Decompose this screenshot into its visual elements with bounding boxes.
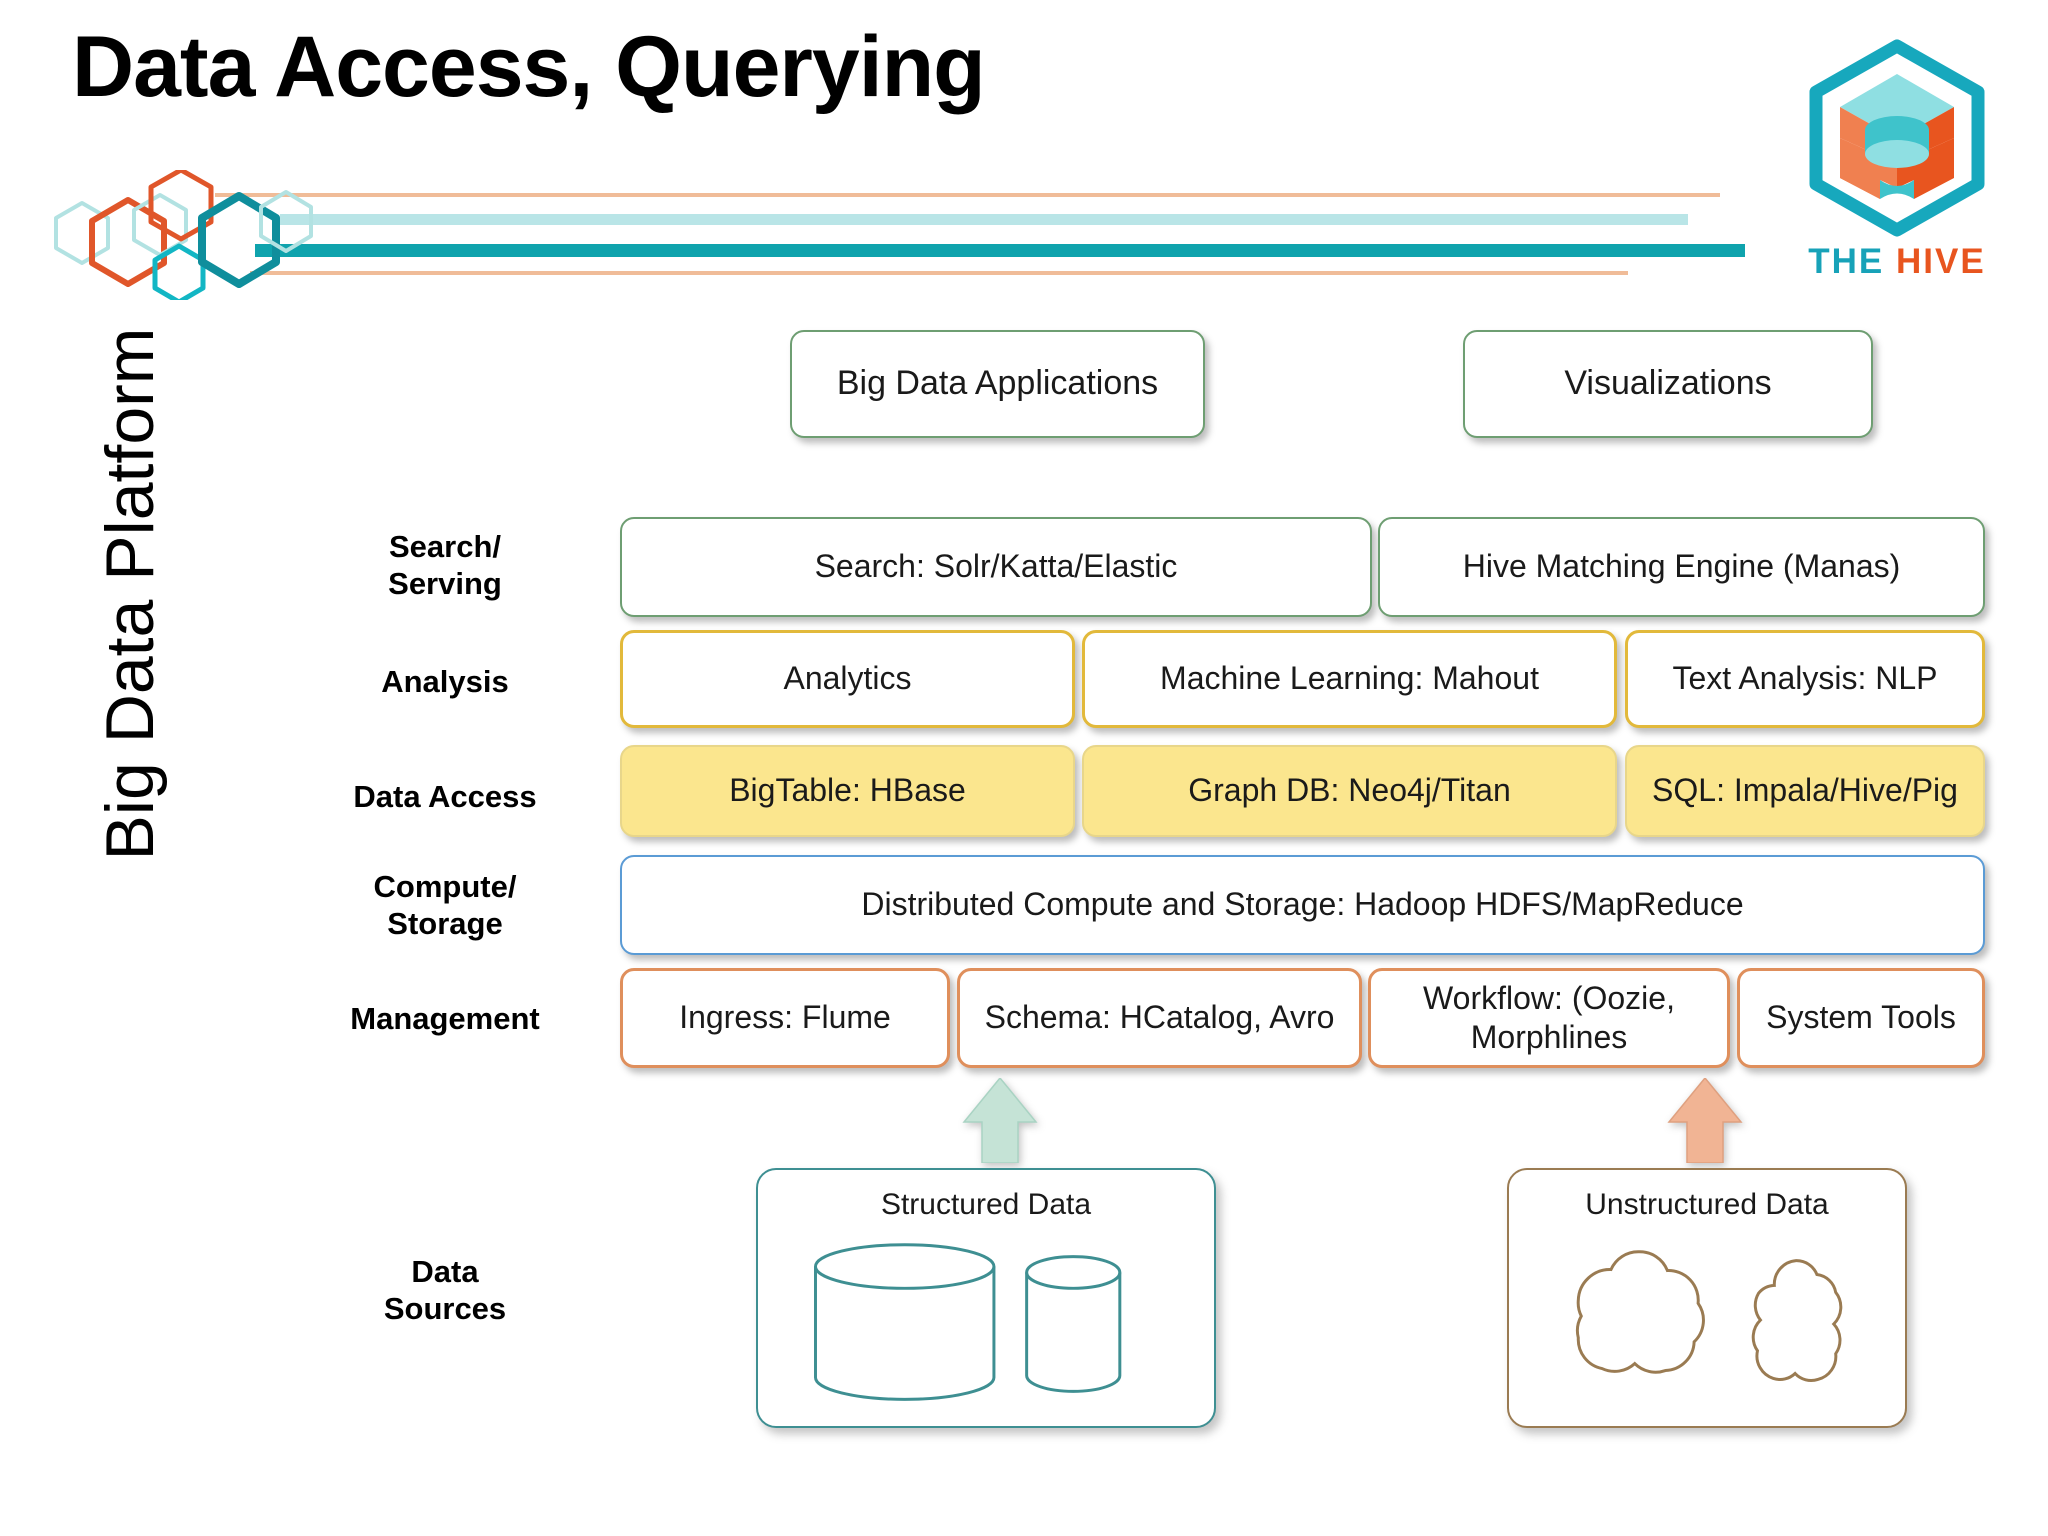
brand-word-hive: HIVE (1896, 242, 1986, 281)
box-distributed-compute-storage[interactable]: Distributed Compute and Storage: Hadoop … (620, 855, 1985, 955)
brand-wordmark: THE HIVE (1782, 242, 2012, 282)
box-label: Workflow: (Oozie, Morphlines (1423, 979, 1675, 1055)
hive-cube-hexagon-logo-icon (1809, 39, 1985, 237)
source-group-title: Structured Data (880, 1188, 1092, 1221)
deco-hexagon-teal-big (198, 192, 280, 288)
row-label-management: Management (295, 1000, 595, 1037)
box-text-analysis-nlp[interactable]: Text Analysis: NLP (1625, 630, 1985, 728)
row-label-line1: Compute/ (373, 869, 517, 904)
source-group-unstructured-data[interactable]: Unstructured Data (1507, 1168, 1907, 1428)
box-search-solr-katta-elastic[interactable]: Search: Solr/Katta/Elastic (620, 517, 1372, 617)
box-system-tools[interactable]: System Tools (1737, 968, 1985, 1068)
deco-line-peach-bottom (250, 271, 1628, 275)
box-label: Distributed Compute and Storage: Hadoop … (861, 886, 1744, 923)
big-data-platform-axis-label: Big Data Platform (92, 327, 168, 861)
box-label: Search: Solr/Katta/Elastic (814, 548, 1178, 585)
brand-word-the: THE (1808, 242, 1885, 281)
row-label-line1: Data Access (353, 779, 537, 814)
cloud-blob-icon (1575, 1250, 1843, 1383)
row-label-analysis: Analysis (295, 663, 595, 700)
box-label: Graph DB: Neo4j/Titan (1188, 772, 1511, 809)
box-analytics[interactable]: Analytics (620, 630, 1075, 728)
deco-line-teal (255, 244, 1745, 257)
hexagon-line-motif-icon (54, 170, 1745, 300)
box-hive-matching-engine[interactable]: Hive Matching Engine (Manas) (1378, 517, 1985, 617)
box-ingress-flume[interactable]: Ingress: Flume (620, 968, 950, 1068)
row-label-line2: Sources (383, 1291, 507, 1327)
top-box-label: Visualizations (1564, 364, 1772, 403)
box-label: System Tools (1766, 999, 1956, 1036)
row-label-search-serving: Search/ Serving (295, 528, 595, 602)
deco-line-lightteal (280, 214, 1688, 225)
row-label-compute-storage: Compute/ Storage (295, 868, 595, 942)
deco-hexagon-pale-1 (54, 201, 110, 265)
box-schema-hcatalog-avro[interactable]: Schema: HCatalog, Avro (957, 968, 1362, 1068)
deco-hexagon-pale-3 (259, 190, 313, 253)
box-label: Analytics (783, 660, 912, 697)
row-label-line1: Analysis (381, 664, 509, 699)
source-group-title: Unstructured Data (1585, 1188, 1829, 1221)
top-box-visualizations[interactable]: Visualizations (1463, 330, 1873, 438)
row-label-data-sources: Data Sources (295, 1253, 595, 1327)
row-label-data-access: Data Access (295, 778, 595, 815)
database-cylinder-icon (814, 1243, 1122, 1401)
source-group-structured-data[interactable]: Structured Data (756, 1168, 1216, 1428)
box-bigtable-hbase[interactable]: BigTable: HBase (620, 745, 1075, 837)
page-title: Data Access, Querying (72, 19, 986, 115)
top-box-label: Big Data Applications (836, 364, 1159, 403)
top-box-big-data-applications[interactable]: Big Data Applications (790, 330, 1205, 438)
row-label-line2: Storage (387, 906, 503, 942)
box-graph-db-neo4j-titan[interactable]: Graph DB: Neo4j/Titan (1082, 745, 1617, 837)
box-workflow-oozie-morphlines[interactable]: Workflow: (Oozie, Morphlines (1368, 968, 1730, 1068)
row-label-line1: Search/ (388, 529, 501, 564)
arrow-structured-data-up (962, 1078, 1038, 1163)
box-label: Hive Matching Engine (Manas) (1462, 548, 1901, 585)
deco-hexagon-pale-2 (132, 193, 188, 257)
deco-hexagon-orange-2 (148, 170, 214, 242)
row-label-line2: Serving (388, 566, 502, 602)
deco-hexagon-orange-1 (89, 197, 167, 287)
deco-line-peach-top (215, 193, 1720, 197)
box-label: Machine Learning: Mahout (1160, 660, 1539, 697)
box-label: Ingress: Flume (679, 999, 891, 1036)
box-label: Schema: HCatalog, Avro (984, 999, 1335, 1036)
row-label-line1: Management (350, 1001, 540, 1036)
box-sql-impala-hive-pig[interactable]: SQL: Impala/Hive/Pig (1625, 745, 1985, 837)
box-machine-learning-mahout[interactable]: Machine Learning: Mahout (1082, 630, 1617, 728)
box-label: BigTable: HBase (729, 772, 966, 809)
box-label: Text Analysis: NLP (1672, 660, 1938, 697)
row-label-line1: Data (411, 1254, 479, 1289)
box-label: SQL: Impala/Hive/Pig (1652, 772, 1958, 809)
arrow-unstructured-data-up (1667, 1078, 1743, 1163)
